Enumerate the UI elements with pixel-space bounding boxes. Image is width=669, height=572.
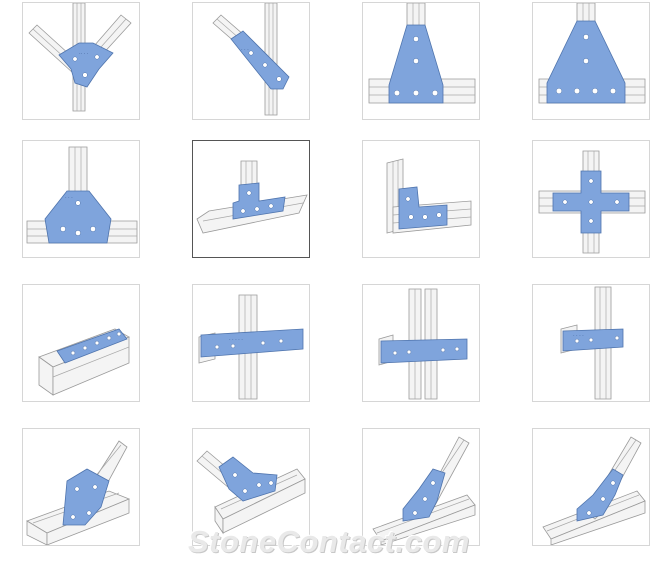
fitting-y-three-way: ·· · · (22, 2, 140, 120)
fitting-angled-single: · · · (192, 2, 310, 120)
fitting-tee-plate-large (532, 2, 650, 120)
fitting-corner-l (362, 140, 480, 258)
fitting-tee-flat (192, 140, 310, 258)
fitting-angled-single-right (532, 428, 650, 546)
fitting-angled-tee-left (192, 428, 310, 546)
fitting-cross-flat: · · · · · (192, 284, 310, 402)
fitting-tee-plate-small (362, 2, 480, 120)
svg-text:·· · ·: ·· · · (79, 51, 89, 57)
fitting-angled-tee-steep (22, 428, 140, 546)
svg-text:· · ·: · · · (241, 47, 249, 53)
fitting-cross (532, 140, 650, 258)
svg-text:· · · ·: · · · · (573, 333, 584, 339)
fitting-splice-channel (22, 284, 140, 402)
svg-text:· · · · ·: · · · · · (229, 337, 243, 343)
fitting-tee-flat-post: · · · · (532, 284, 650, 402)
watermark-text: StoneContact.com (188, 524, 470, 559)
fitting-angled-single-up (362, 428, 480, 546)
fitting-tee-shield: · · · (22, 140, 140, 258)
svg-text:· · ·: · · · (65, 195, 73, 201)
fitting-cross-flat-double (362, 284, 480, 402)
